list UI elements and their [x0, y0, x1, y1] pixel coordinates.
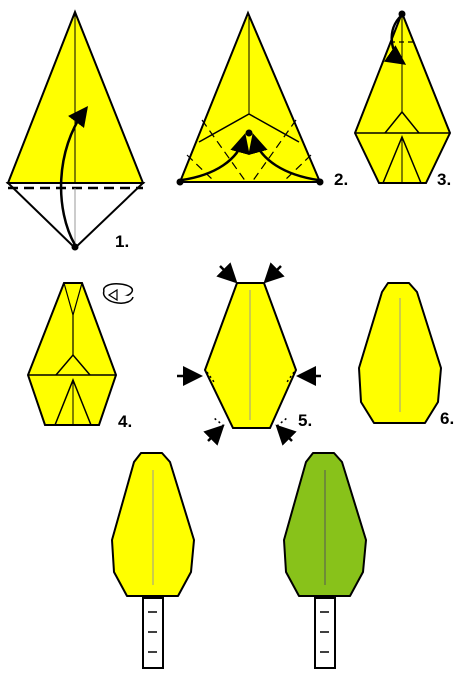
step-5-label: 5. — [298, 412, 312, 429]
step-2-triangle — [180, 13, 320, 182]
push-arrow-icon — [220, 266, 234, 280]
step-3-figure — [355, 11, 450, 184]
step-4-label: 4. — [118, 413, 132, 430]
step-4-shape — [28, 283, 116, 425]
push-arrow-icon — [208, 428, 221, 441]
step-1-label: 1. — [115, 233, 129, 250]
step-4-figure — [28, 283, 133, 425]
step-1-figure — [8, 12, 143, 251]
turn-over-icon — [104, 284, 133, 303]
yellow-tree — [112, 453, 194, 668]
tree-trunk — [143, 598, 163, 668]
step-3-label: 3. — [437, 171, 451, 188]
step-6-label: 6. — [440, 410, 454, 427]
step-2-label: 2. — [334, 171, 348, 188]
push-arrow-icon — [267, 266, 281, 280]
tree-trunk — [315, 598, 335, 668]
step-2-figure — [177, 13, 324, 186]
push-arrow-icon — [279, 428, 292, 441]
green-tree — [284, 453, 366, 668]
step-2-point-center — [246, 130, 253, 137]
step-6-figure — [359, 283, 441, 423]
